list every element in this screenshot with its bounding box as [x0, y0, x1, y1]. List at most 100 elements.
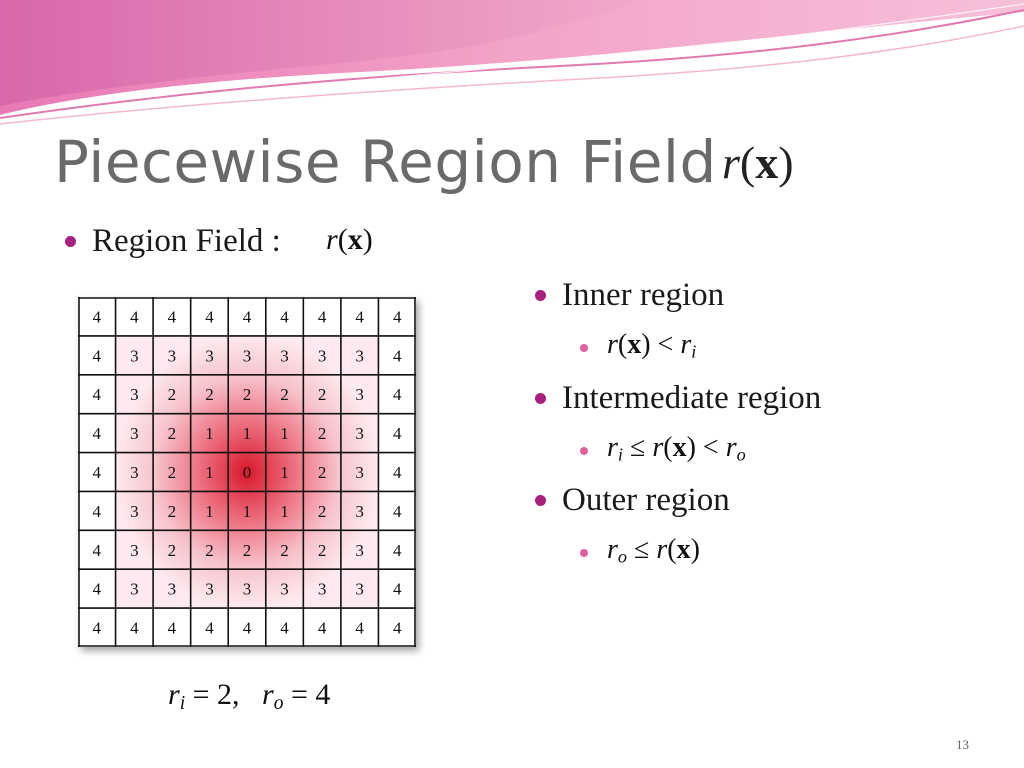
- grid-cell-value: 1: [280, 502, 289, 521]
- sub-bullet-icon: [580, 549, 588, 557]
- grid-cell-value: 2: [168, 385, 177, 404]
- grid-cell-value: 3: [318, 580, 327, 599]
- grid-cell-value: 4: [205, 307, 214, 326]
- region-field-formula: r(x): [326, 223, 373, 256]
- grid-cell-value: 4: [355, 307, 364, 326]
- grid-cell-value: 2: [318, 424, 327, 443]
- grid-cell-value: 4: [205, 619, 214, 638]
- sub-bullet-icon: [580, 344, 588, 352]
- grid-cell-value: 3: [318, 346, 327, 365]
- grid-cell-value: 4: [393, 580, 402, 599]
- grid-cell-value: 4: [393, 307, 402, 326]
- grid-cell-value: 4: [168, 307, 177, 326]
- grid-cell-value: 3: [355, 580, 364, 599]
- grid-cell-value: 3: [355, 541, 364, 560]
- bullet-icon: [535, 393, 546, 404]
- grid-cell-value: 3: [280, 346, 289, 365]
- grid-cell-value: 4: [243, 619, 252, 638]
- grid-cell-value: 4: [243, 307, 252, 326]
- grid-cell-value: 2: [318, 541, 327, 560]
- grid-cell-value: 2: [168, 463, 177, 482]
- grid-cell-value: 3: [130, 424, 139, 443]
- inner-region-condition: r(x) < ri: [607, 329, 697, 362]
- grid-cell-value: 4: [318, 619, 327, 638]
- grid-cell-value: 3: [355, 463, 364, 482]
- grid-cell-value: 4: [93, 385, 102, 404]
- grid-cell-value: 3: [355, 424, 364, 443]
- grid-cell-value: 2: [318, 502, 327, 521]
- header-wave-decoration: [0, 0, 1024, 125]
- grid-cell-value: 3: [130, 346, 139, 365]
- grid-cell-value: 3: [130, 580, 139, 599]
- bullet-region-field: Region Field :: [92, 223, 281, 259]
- grid-cell-value: 1: [205, 502, 214, 521]
- sub-bullet-icon: [580, 447, 588, 455]
- grid-cell-value: 2: [168, 541, 177, 560]
- grid-cell-value: 1: [243, 424, 252, 443]
- bullet-icon: [535, 290, 546, 301]
- title-formula: r(x): [722, 137, 794, 188]
- grid-cell-value: 2: [243, 385, 252, 404]
- grid-cell-value: 2: [280, 541, 289, 560]
- grid-cell-value: 2: [205, 541, 214, 560]
- slide-title: Piecewise Region Field: [54, 128, 717, 196]
- grid-cell-value: 4: [130, 619, 139, 638]
- grid-cell-value: 3: [130, 385, 139, 404]
- bullet-intermediate-region: Intermediate region: [562, 380, 822, 416]
- grid-cell-value: 3: [243, 346, 252, 365]
- grid-cell-value: 3: [280, 580, 289, 599]
- grid-cell-value: 3: [130, 463, 139, 482]
- grid-cell-value: 3: [168, 580, 177, 599]
- grid-cell-value: 0: [243, 463, 252, 482]
- grid-cell-value: 1: [205, 424, 214, 443]
- grid-cell-value: 4: [93, 541, 102, 560]
- grid-cell-value: 4: [393, 424, 402, 443]
- grid-cell-value: 4: [130, 307, 139, 326]
- grid-cell-value: 4: [280, 619, 289, 638]
- grid-cell-value: 3: [130, 502, 139, 521]
- grid-cell-value: 2: [318, 463, 327, 482]
- grid-cell-value: 2: [168, 502, 177, 521]
- grid-cell-value: 4: [393, 541, 402, 560]
- outer-region-condition: ro ≤ r(x): [607, 534, 700, 567]
- bullet-icon: [65, 236, 76, 247]
- grid-cell-value: 4: [393, 385, 402, 404]
- grid-cell-value: 2: [205, 385, 214, 404]
- intermediate-region-condition: ri ≤ r(x) < ro: [607, 432, 746, 465]
- heat-map-gradient: [116, 336, 378, 608]
- grid-cell-value: 3: [355, 502, 364, 521]
- grid-cell-value: 4: [93, 463, 102, 482]
- grid-cell-value: 2: [243, 541, 252, 560]
- grid-cell-value: 4: [93, 424, 102, 443]
- grid-cell-value: 3: [355, 385, 364, 404]
- grid-cell-value: 1: [280, 463, 289, 482]
- grid-cell-value: 4: [93, 346, 102, 365]
- grid-cell-value: 1: [205, 463, 214, 482]
- grid-cell-value: 4: [393, 502, 402, 521]
- grid-cell-value: 3: [205, 346, 214, 365]
- bullet-icon: [535, 495, 546, 506]
- grid-cell-value: 2: [318, 385, 327, 404]
- grid-cell-value: 3: [243, 580, 252, 599]
- grid-cell-value: 2: [280, 385, 289, 404]
- bullet-outer-region: Outer region: [562, 482, 730, 518]
- grid-cell-value: 3: [355, 346, 364, 365]
- grid-cell-value: 4: [93, 619, 102, 638]
- grid-cell-value: 2: [168, 424, 177, 443]
- grid-cell-value: 4: [393, 619, 402, 638]
- grid-cell-value: 4: [355, 619, 364, 638]
- region-field-grid: 4 4 4 4 4 4 4 4 4 4 3 3 3 3 3 3 3 4 4 3 2 2 2 2 2 3 4 4 3 2 1 1 1 2 3 4 4 3 2 1…: [78, 297, 416, 647]
- grid-cell-value: 4: [393, 346, 402, 365]
- grid-cell-value: 4: [93, 502, 102, 521]
- bullet-inner-region: Inner region: [562, 277, 725, 313]
- grid-cell-value: 4: [393, 463, 402, 482]
- grid-cell-value: 1: [243, 502, 252, 521]
- grid-cell-value: 4: [168, 619, 177, 638]
- grid-cell-value: 1: [280, 424, 289, 443]
- grid-cell-value: 3: [205, 580, 214, 599]
- threshold-params: ri = 2, ro = 4: [168, 678, 331, 714]
- grid-cell-value: 4: [280, 307, 289, 326]
- grid-cell-value: 3: [168, 346, 177, 365]
- grid-svg: 4 4 4 4 4 4 4 4 4 4 3 3 3 3 3 3 3 4 4 3 2 2 2 2 2 3 4 4 3 2 1 1 1 2 3 4 4 3 2 1…: [78, 297, 416, 647]
